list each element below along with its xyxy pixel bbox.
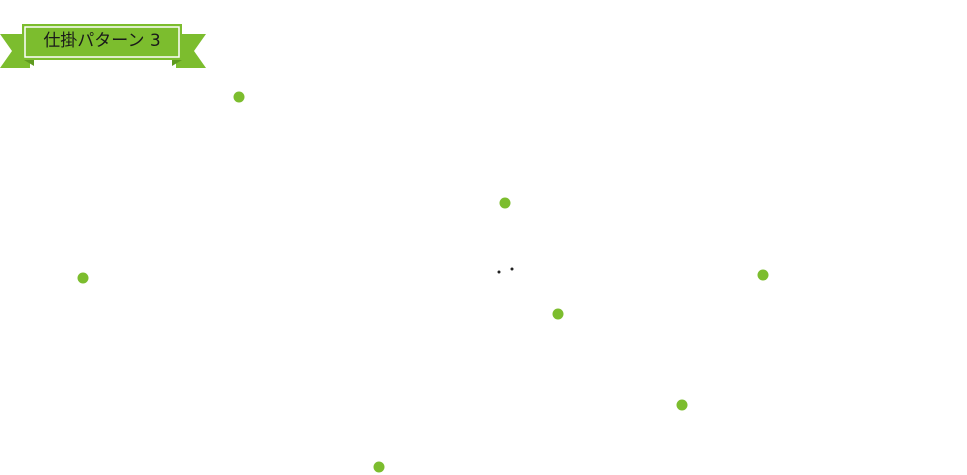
marker-dot (77, 272, 89, 284)
ribbon-inner-frame (24, 26, 180, 58)
marker-dot (373, 461, 385, 473)
ribbon-right-fold (172, 60, 182, 66)
ribbon-band (22, 24, 182, 60)
pattern-ribbon-badge: 仕掛パターン 3 (0, 22, 206, 70)
marker-dot (233, 91, 245, 103)
ribbon-shape (0, 24, 206, 68)
marker-dot (552, 308, 564, 320)
marker-dot (676, 399, 688, 411)
small-dot (497, 270, 501, 274)
ribbon-left-fold (24, 60, 34, 66)
ribbon-label: 仕掛パターン 3 (43, 31, 161, 51)
ribbon-right-tail (176, 34, 206, 68)
marker-dot (499, 197, 511, 209)
marker-dot (757, 269, 769, 281)
small-dot (510, 267, 514, 271)
